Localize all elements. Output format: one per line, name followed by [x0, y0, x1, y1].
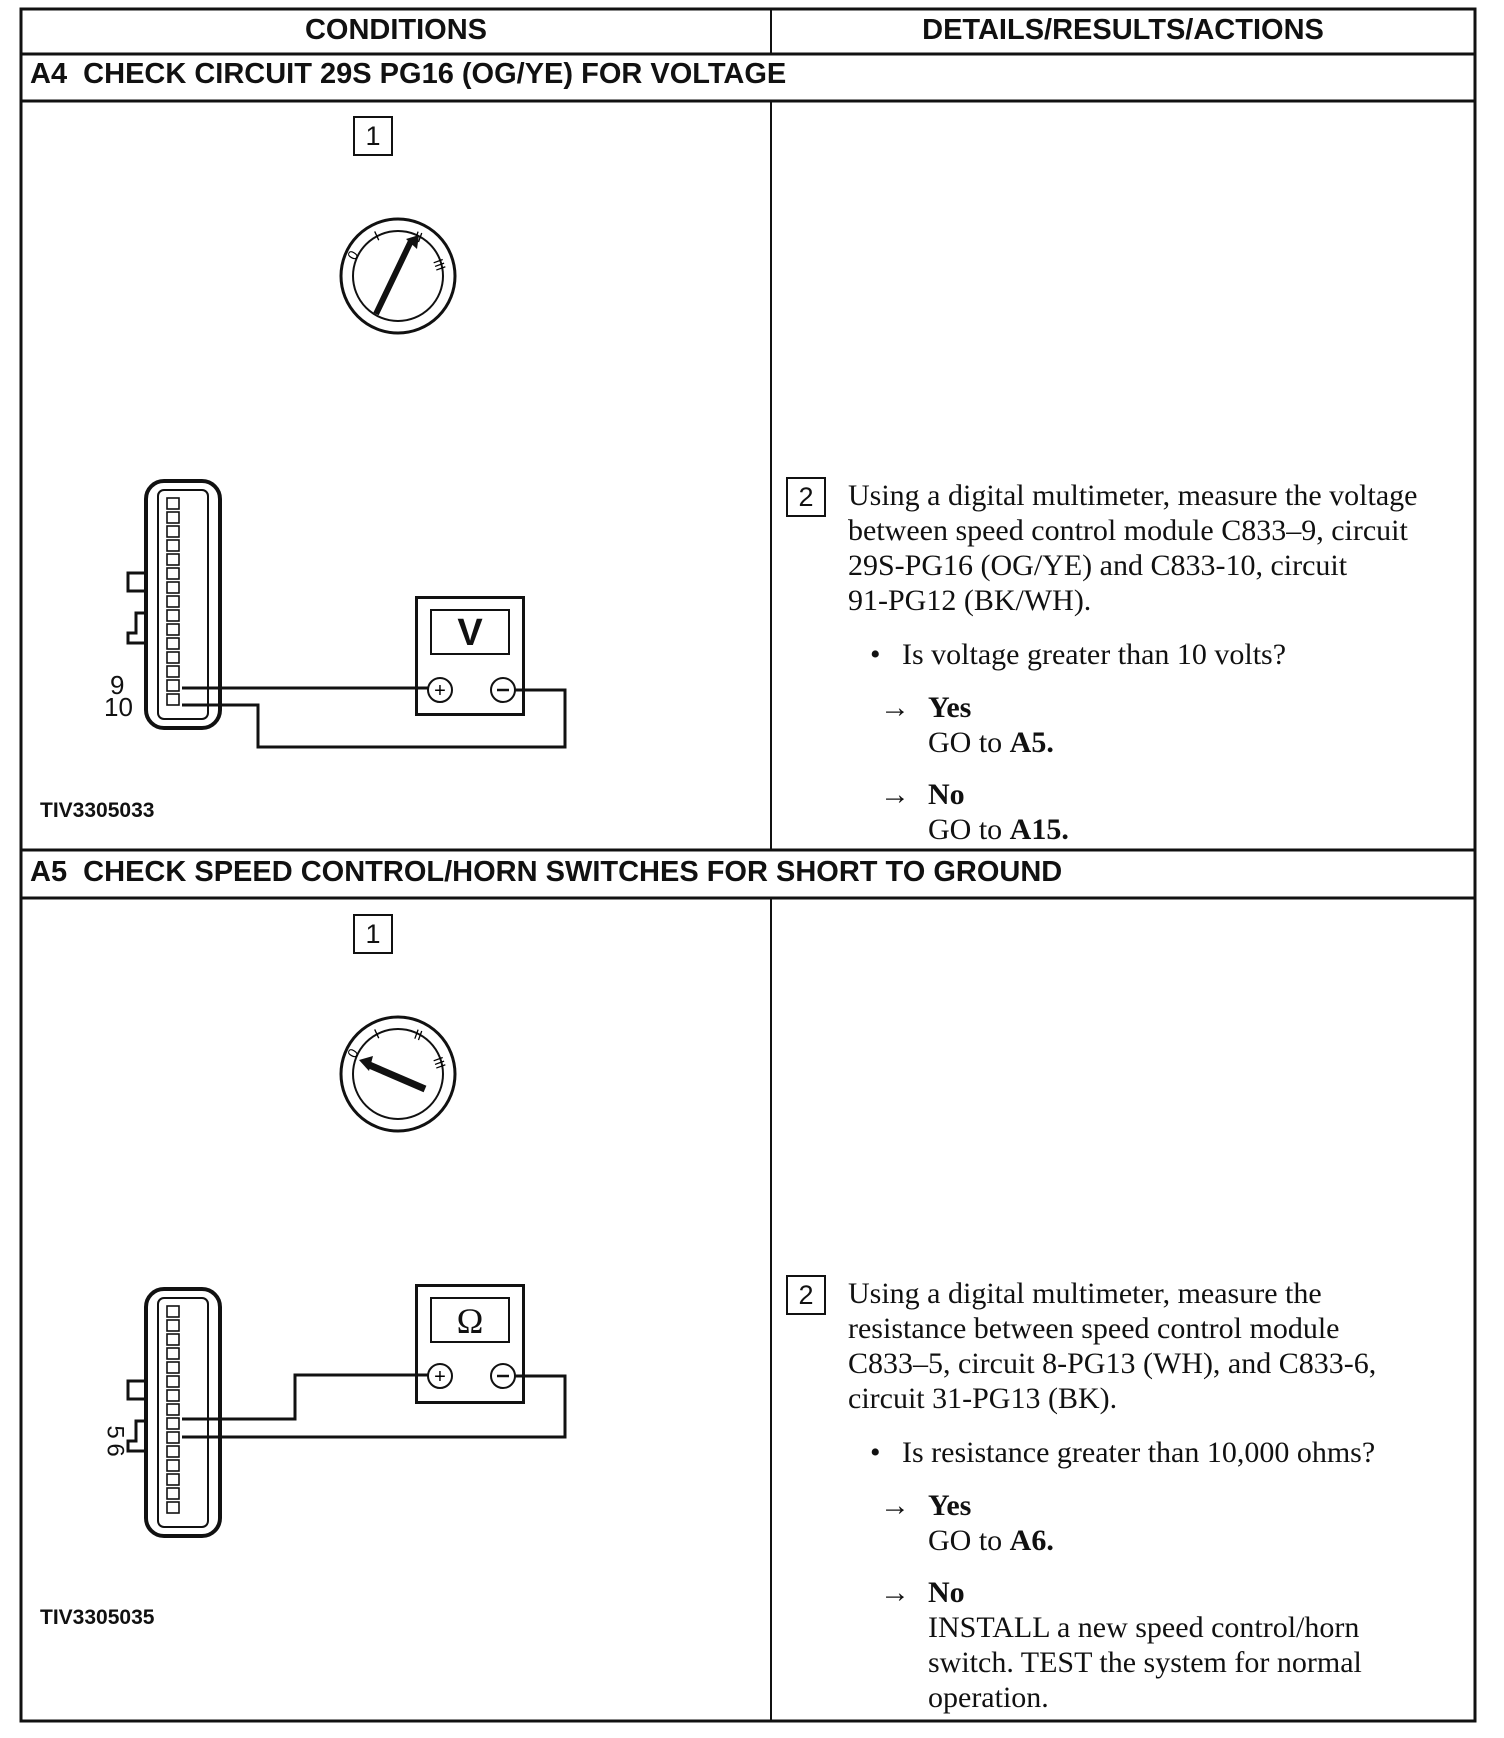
ignition-switch-icon: 0 I II III: [339, 1015, 457, 1133]
column-header-conditions: CONDITIONS: [304, 14, 488, 46]
a4-instruction-line-2: between speed control module C833–9, cir…: [848, 514, 1408, 547]
section-a5-title: A5 CHECK SPEED CONTROL/HORN SWITCHES FOR…: [30, 856, 1063, 888]
multimeter-display: Ω: [430, 1297, 510, 1343]
a4-step-2-box: 2: [786, 477, 826, 517]
multimeter-icon: Ω: [415, 1284, 525, 1404]
connector-icon: [126, 479, 222, 730]
multimeter-display: V: [430, 609, 510, 655]
svg-text:III: III: [430, 1055, 449, 1071]
a5-no-action-line-3: operation.: [928, 1681, 1049, 1714]
connector-icon: [126, 1287, 222, 1538]
a4-figure-id: TIV3305033: [40, 799, 155, 822]
a4-question: Is voltage greater than 10 volts?: [902, 638, 1287, 671]
svg-text:I: I: [372, 1026, 382, 1042]
a4-pin-label-10: 10: [104, 692, 133, 722]
a4-yes-action-target: A5.: [1009, 726, 1054, 759]
arrow-right-icon: →: [880, 1489, 910, 1522]
a4-pin-label-9: 9: [110, 670, 125, 700]
a4-instruction-line-4: 91-PG12 (BK/WH).: [848, 584, 1092, 617]
a5-instruction-line-2: resistance between speed control module: [848, 1312, 1340, 1345]
a5-pin-label-5: 5: [101, 1425, 129, 1439]
a4-yes-action: GO to A5.: [928, 725, 1054, 760]
a5-figure-id: TIV3305035: [40, 1606, 155, 1629]
a5-step-2-box: 2: [786, 1275, 826, 1315]
a5-step-1-box: 1: [353, 914, 393, 954]
column-header-details: DETAILS/RESULTS/ACTIONS: [922, 14, 1324, 46]
a4-instruction-line-1: Using a digital multimeter, measure the …: [848, 479, 1418, 512]
bullet-icon: •: [870, 1436, 881, 1469]
a5-yes-action-target: A6.: [1009, 1524, 1054, 1557]
a4-no-action: GO to A15.: [928, 812, 1069, 847]
arrow-right-icon: →: [880, 778, 910, 811]
multimeter-icon: V: [415, 596, 525, 716]
a4-yes-label: Yes: [928, 691, 972, 724]
a5-yes-action-prefix: GO to: [928, 1524, 1010, 1557]
a5-instruction-line-1: Using a digital multimeter, measure the: [848, 1277, 1322, 1310]
a5-yes-label: Yes: [928, 1489, 972, 1522]
a5-instruction-line-3: C833–5, circuit 8-PG13 (WH), and C833-6,: [848, 1347, 1377, 1380]
a4-no-label: No: [928, 778, 965, 811]
a5-pin-label-6: 6: [101, 1443, 129, 1457]
ignition-switch-icon: 0 I II III: [339, 217, 457, 335]
a4-no-action-target: A15.: [1009, 813, 1069, 846]
svg-text:III: III: [430, 257, 449, 273]
a5-yes-action: GO to A6.: [928, 1523, 1054, 1558]
a4-no-action-prefix: GO to: [928, 813, 1010, 846]
arrow-right-icon: →: [880, 691, 910, 724]
a5-no-action-line-1: INSTALL a new speed control/horn: [928, 1611, 1360, 1644]
a5-no-action-line-2: switch. TEST the system for normal: [928, 1646, 1362, 1679]
a5-question: Is resistance greater than 10,000 ohms?: [902, 1436, 1376, 1469]
a4-step-1-box: 1: [353, 116, 393, 156]
arrow-right-icon: →: [880, 1576, 910, 1609]
a4-yes-action-prefix: GO to: [928, 726, 1010, 759]
a5-no-label: No: [928, 1576, 965, 1609]
svg-text:I: I: [372, 228, 382, 244]
bullet-icon: •: [870, 638, 881, 671]
a5-instruction-line-4: circuit 31-PG13 (BK).: [848, 1382, 1118, 1415]
a4-instruction-line-3: 29S-PG16 (OG/YE) and C833-10, circuit: [848, 549, 1348, 582]
section-a4-title: A4 CHECK CIRCUIT 29S PG16 (OG/YE) FOR VO…: [30, 58, 787, 90]
